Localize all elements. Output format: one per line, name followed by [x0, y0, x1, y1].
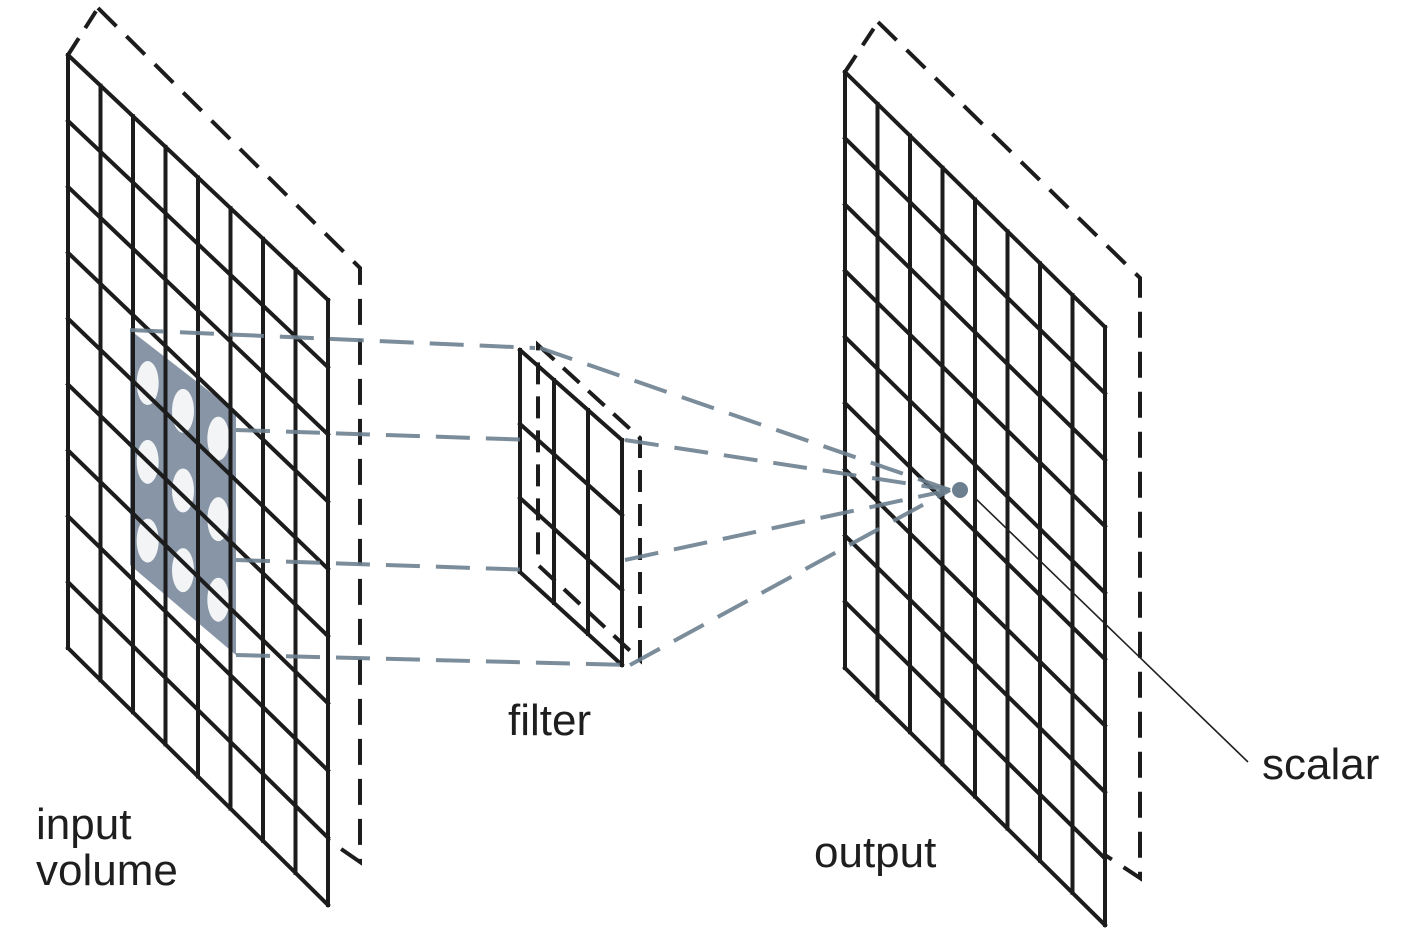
- input-label-line2: volume: [36, 846, 178, 896]
- output-depth-edge: [843, 20, 880, 74]
- input-depth-edge: [66, 6, 100, 57]
- input-label-line1: input: [36, 800, 132, 849]
- grid-horizontal-line: [65, 447, 331, 707]
- input-volume-grid: [65, 52, 331, 908]
- projection-line: [539, 346, 951, 492]
- grid-horizontal-line: [842, 334, 1108, 596]
- projection-lines: [129, 328, 951, 667]
- scalar-marker: [952, 482, 1249, 763]
- receptive-field-highlight: [130, 330, 236, 655]
- grid-horizontal-line: [517, 569, 625, 668]
- output-back-layer: [843, 20, 1142, 882]
- projection-line: [624, 488, 951, 562]
- grid-horizontal-line: [842, 532, 1108, 795]
- grid-horizontal-line: [65, 52, 331, 303]
- output-back-dashed-edge: [876, 20, 1142, 882]
- grid-horizontal-line: [517, 495, 625, 593]
- grid-horizontal-line: [65, 118, 331, 371]
- receptive-field-cell: [136, 361, 159, 406]
- grid-horizontal-line: [65, 645, 331, 908]
- grid-horizontal-line: [65, 249, 331, 505]
- receptive-field-cell: [172, 388, 194, 433]
- projection-line: [235, 653, 631, 667]
- grid-horizontal-line: [842, 267, 1108, 530]
- receptive-field-cell: [207, 497, 230, 542]
- grid-horizontal-line: [842, 598, 1108, 862]
- input-volume-label: input volume: [36, 800, 178, 896]
- projection-line: [235, 558, 536, 572]
- grid-horizontal-line: [517, 421, 625, 518]
- receptive-field-cell: [207, 416, 230, 461]
- grid-horizontal-line: [65, 315, 331, 572]
- projection-line: [624, 438, 951, 492]
- grid-horizontal-line: [842, 135, 1108, 397]
- scalar-leader-line: [974, 497, 1249, 763]
- projection-line: [129, 328, 536, 350]
- grid-horizontal-line: [842, 69, 1108, 330]
- output-label: output: [814, 828, 937, 877]
- projection-line: [235, 428, 536, 442]
- input-back-layer: [66, 6, 362, 866]
- scalar-dot: [952, 482, 968, 498]
- input-back-dashed-edge: [96, 6, 362, 866]
- projection-line: [629, 488, 951, 667]
- grid-horizontal-line: [65, 183, 331, 438]
- grid-horizontal-line: [842, 665, 1108, 928]
- filter-grid: [517, 347, 625, 668]
- grid-horizontal-line: [65, 381, 331, 639]
- filter-label: filter: [508, 696, 592, 745]
- receptive-field-cell: [136, 518, 159, 563]
- grid-horizontal-line: [842, 466, 1108, 729]
- grid-horizontal-line: [65, 513, 331, 774]
- grid-horizontal-line: [842, 201, 1108, 463]
- grid-horizontal-line: [65, 579, 331, 841]
- receptive-field-cell: [207, 577, 230, 622]
- scalar-label: scalar: [1262, 740, 1380, 789]
- grid-horizontal-line: [842, 400, 1108, 663]
- grid-horizontal-line: [517, 347, 625, 443]
